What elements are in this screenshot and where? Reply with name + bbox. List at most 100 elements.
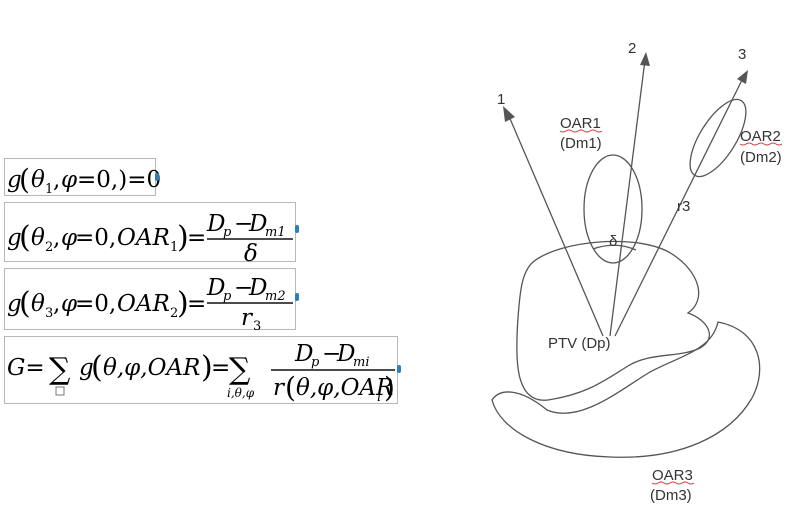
- eq4-equals: =: [211, 355, 230, 381]
- eq4-den-args: θ,φ,OAR: [296, 375, 393, 401]
- eq4-paren-open: (: [91, 350, 103, 385]
- eq3-dm: D: [248, 275, 267, 301]
- equation-3: g ( θ 3 , φ =0, OAR 2 ) = D p − D m2 r 3: [4, 268, 299, 334]
- beam-3-label: 3: [738, 46, 746, 63]
- eq3-equals: =: [187, 291, 206, 317]
- eq2-paren-open: (: [19, 220, 31, 255]
- eq4-G: G=: [7, 355, 45, 381]
- eq1-cursor-marker: [155, 173, 159, 181]
- delta-arc: [592, 244, 637, 251]
- eq1-theta: θ: [31, 167, 45, 193]
- eq4-den-sub: i: [377, 390, 381, 405]
- eq3-paren-open: (: [19, 286, 31, 321]
- eq3-dm-sub: m2: [265, 289, 286, 304]
- ptv-label: PTV (Dp): [548, 335, 611, 352]
- eq1-rest: =0,)=0: [77, 167, 161, 193]
- eq2-den: δ: [244, 241, 258, 267]
- beam-2-line: [609, 59, 646, 337]
- eq1-phi: φ: [61, 167, 78, 193]
- eq3-phi: φ: [61, 291, 78, 317]
- eq3-oar-sub: 2: [170, 306, 178, 321]
- eq4-den-r: r: [273, 375, 286, 401]
- eq2-oar-sub: 1: [170, 240, 178, 255]
- eq3-oar: OAR: [117, 291, 170, 317]
- eq2-theta: θ: [31, 225, 45, 251]
- eq2-comma1: ,: [53, 225, 60, 251]
- eq2-paren-close: ): [177, 220, 189, 255]
- oar3-contour: [491, 321, 761, 458]
- beam-2-label: 2: [628, 40, 636, 57]
- eq3-eq0: =0,: [75, 291, 116, 317]
- eq2-minus: −: [234, 211, 253, 237]
- eq4-sum1: ∑: [49, 352, 71, 387]
- eq3-den: r: [241, 305, 254, 331]
- eq4-cursor-marker: [397, 365, 401, 373]
- oar1-dose-label: (Dm1): [560, 135, 602, 152]
- eq2-phi: φ: [61, 225, 78, 251]
- eq4-paren-close: ): [201, 350, 213, 385]
- eq3-den-sub: 3: [253, 319, 261, 334]
- equation-3-svg: g ( θ 3 , φ =0, OAR 2 ) = D p − D m2 r 3: [7, 275, 293, 334]
- eq2-cursor-marker: [295, 225, 299, 233]
- r3-label: r3: [677, 198, 690, 215]
- eq4-minus: −: [322, 341, 341, 367]
- eq4-sum2: ∑: [229, 352, 251, 387]
- eq2-eq0: =0,: [75, 225, 116, 251]
- eq4-num-d: D: [294, 341, 313, 367]
- eq2-oar: OAR: [117, 225, 170, 251]
- beam-1-line: [507, 113, 604, 337]
- beam-1-arrowhead: [503, 106, 515, 122]
- eq2-g: g: [7, 225, 22, 251]
- eq2-num-p: p: [223, 225, 232, 240]
- oar2-dose-label: (Dm2): [740, 149, 782, 166]
- eq1-theta-sub: 1: [45, 182, 53, 197]
- eq3-num-p: p: [223, 289, 232, 304]
- beam-2-arrowhead: [640, 52, 650, 66]
- eq1-comma: ,: [53, 167, 60, 193]
- eq1-g: g: [7, 167, 22, 193]
- eq2-dm-sub: m1: [265, 225, 286, 240]
- oar1-label: OAR1: [560, 115, 601, 132]
- oar1-squiggle: [559, 129, 603, 133]
- oar3-dose-label: (Dm3): [650, 487, 692, 504]
- eq4-den-paren-close: ): [384, 371, 395, 404]
- eq3-theta: θ: [31, 291, 45, 317]
- equation-2-svg: g ( θ 2 , φ =0, OAR 1 ) = D p − D m1 δ: [7, 211, 293, 267]
- eq4-g: g: [79, 355, 94, 381]
- eq3-num-d: D: [206, 275, 225, 301]
- equation-2: g ( θ 2 , φ =0, OAR 1 ) = D p − D m1 δ: [4, 202, 299, 267]
- delta-label: δ: [609, 233, 617, 250]
- eq4-sum1-placeholder: [55, 386, 65, 396]
- eq4-dm: D: [336, 341, 355, 367]
- eq2-num-d: D: [206, 211, 225, 237]
- equation-1-svg: g ( θ 1 , φ =0,)=0: [7, 163, 161, 197]
- equation-4-svg: G= ∑ g ( θ,φ,OAR ) = ∑ i,θ,φ D p − D mi …: [7, 341, 395, 405]
- oar2-label: OAR2: [740, 128, 781, 145]
- beam-1-label: 1: [497, 91, 505, 108]
- oar1-ellipse: [583, 154, 643, 264]
- eq4-args: θ,φ,OAR: [103, 355, 200, 381]
- eq4-dm-sub: mi: [353, 355, 370, 370]
- eq2-theta-sub: 2: [45, 240, 53, 255]
- eq3-minus: −: [234, 275, 253, 301]
- eq3-paren-close: ): [177, 286, 189, 321]
- oar3-squiggle: [651, 481, 695, 485]
- equation-1: g ( θ 1 , φ =0,)=0: [4, 158, 161, 197]
- beam-3-line: [614, 77, 744, 337]
- oar2-squiggle: [739, 142, 783, 146]
- eq4-num-p: p: [311, 355, 320, 370]
- eq3-g: g: [7, 291, 22, 317]
- eq2-equals: =: [187, 225, 206, 251]
- eq1-paren-open: (: [19, 163, 30, 196]
- oar3-label: OAR3: [652, 467, 693, 484]
- eq4-sum2-sub: i,θ,φ: [227, 386, 255, 400]
- ptv-contour: [516, 240, 711, 401]
- eq4-den-paren-open: (: [285, 371, 296, 404]
- eq3-theta-sub: 3: [45, 306, 53, 321]
- eq3-cursor-marker: [295, 293, 299, 301]
- eq3-comma1: ,: [53, 291, 60, 317]
- equation-4: G= ∑ g ( θ,φ,OAR ) = ∑ i,θ,φ D p − D mi …: [4, 336, 401, 405]
- beam-3-arrowhead: [737, 70, 748, 84]
- eq2-dm: D: [248, 211, 267, 237]
